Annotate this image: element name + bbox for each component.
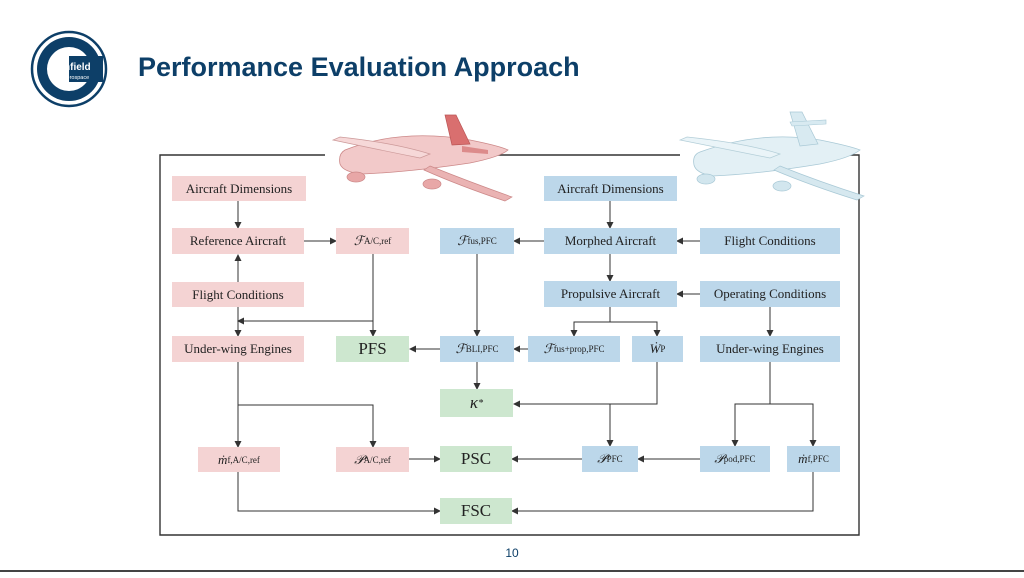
node-psc: PSC	[440, 446, 512, 472]
logo-sub: Aerospace	[63, 75, 89, 81]
arrow-propulsive-split	[570, 307, 611, 337]
cranfield-logo: Cranfield Aerospace	[30, 30, 108, 108]
reference-aircraft-illustration	[331, 114, 513, 202]
node-reference-aircraft: Reference Aircraft	[172, 228, 304, 254]
node-aircraft-dimensions-ref: Aircraft Dimensions	[172, 176, 306, 201]
logo-brand: Cranfield	[47, 62, 90, 73]
node-kappa: κ*	[440, 389, 513, 417]
arrow-wp-to-kappa	[513, 362, 658, 408]
arrow-mpfc-to-fsc	[511, 472, 814, 515]
node-pfs: PFS	[336, 336, 409, 362]
node-operating-conditions: Operating Conditions	[700, 281, 840, 307]
node-flight-conditions-pfc: Flight Conditions	[700, 228, 840, 254]
page-title: Performance Evaluation Approach	[138, 52, 580, 82]
arrow-mref-to-fsc	[237, 472, 441, 515]
arrow-engines-to-pref	[238, 404, 377, 448]
arrow-engines-to-ppod	[731, 362, 771, 447]
arrow-propulsive-to-wp	[610, 321, 661, 337]
page-number: 10	[505, 546, 519, 560]
node-fsc: FSC	[440, 498, 512, 524]
node-aircraft-dimensions-pfc: Aircraft Dimensions	[544, 176, 677, 201]
node-flight-conditions-ref: Flight Conditions	[172, 282, 304, 307]
node-propulsive-aircraft: Propulsive Aircraft	[544, 281, 677, 307]
pfc-aircraft-illustration	[678, 111, 865, 201]
node-underwing-engines-pfc: Under-wing Engines	[700, 336, 840, 362]
footer-rule	[0, 570, 1024, 572]
diagram-frame	[159, 154, 860, 536]
node-morphed-aircraft: Morphed Aircraft	[544, 228, 677, 254]
node-underwing-engines-ref: Under-wing Engines	[172, 336, 304, 362]
arrow-engines-to-mpfc	[770, 403, 817, 447]
